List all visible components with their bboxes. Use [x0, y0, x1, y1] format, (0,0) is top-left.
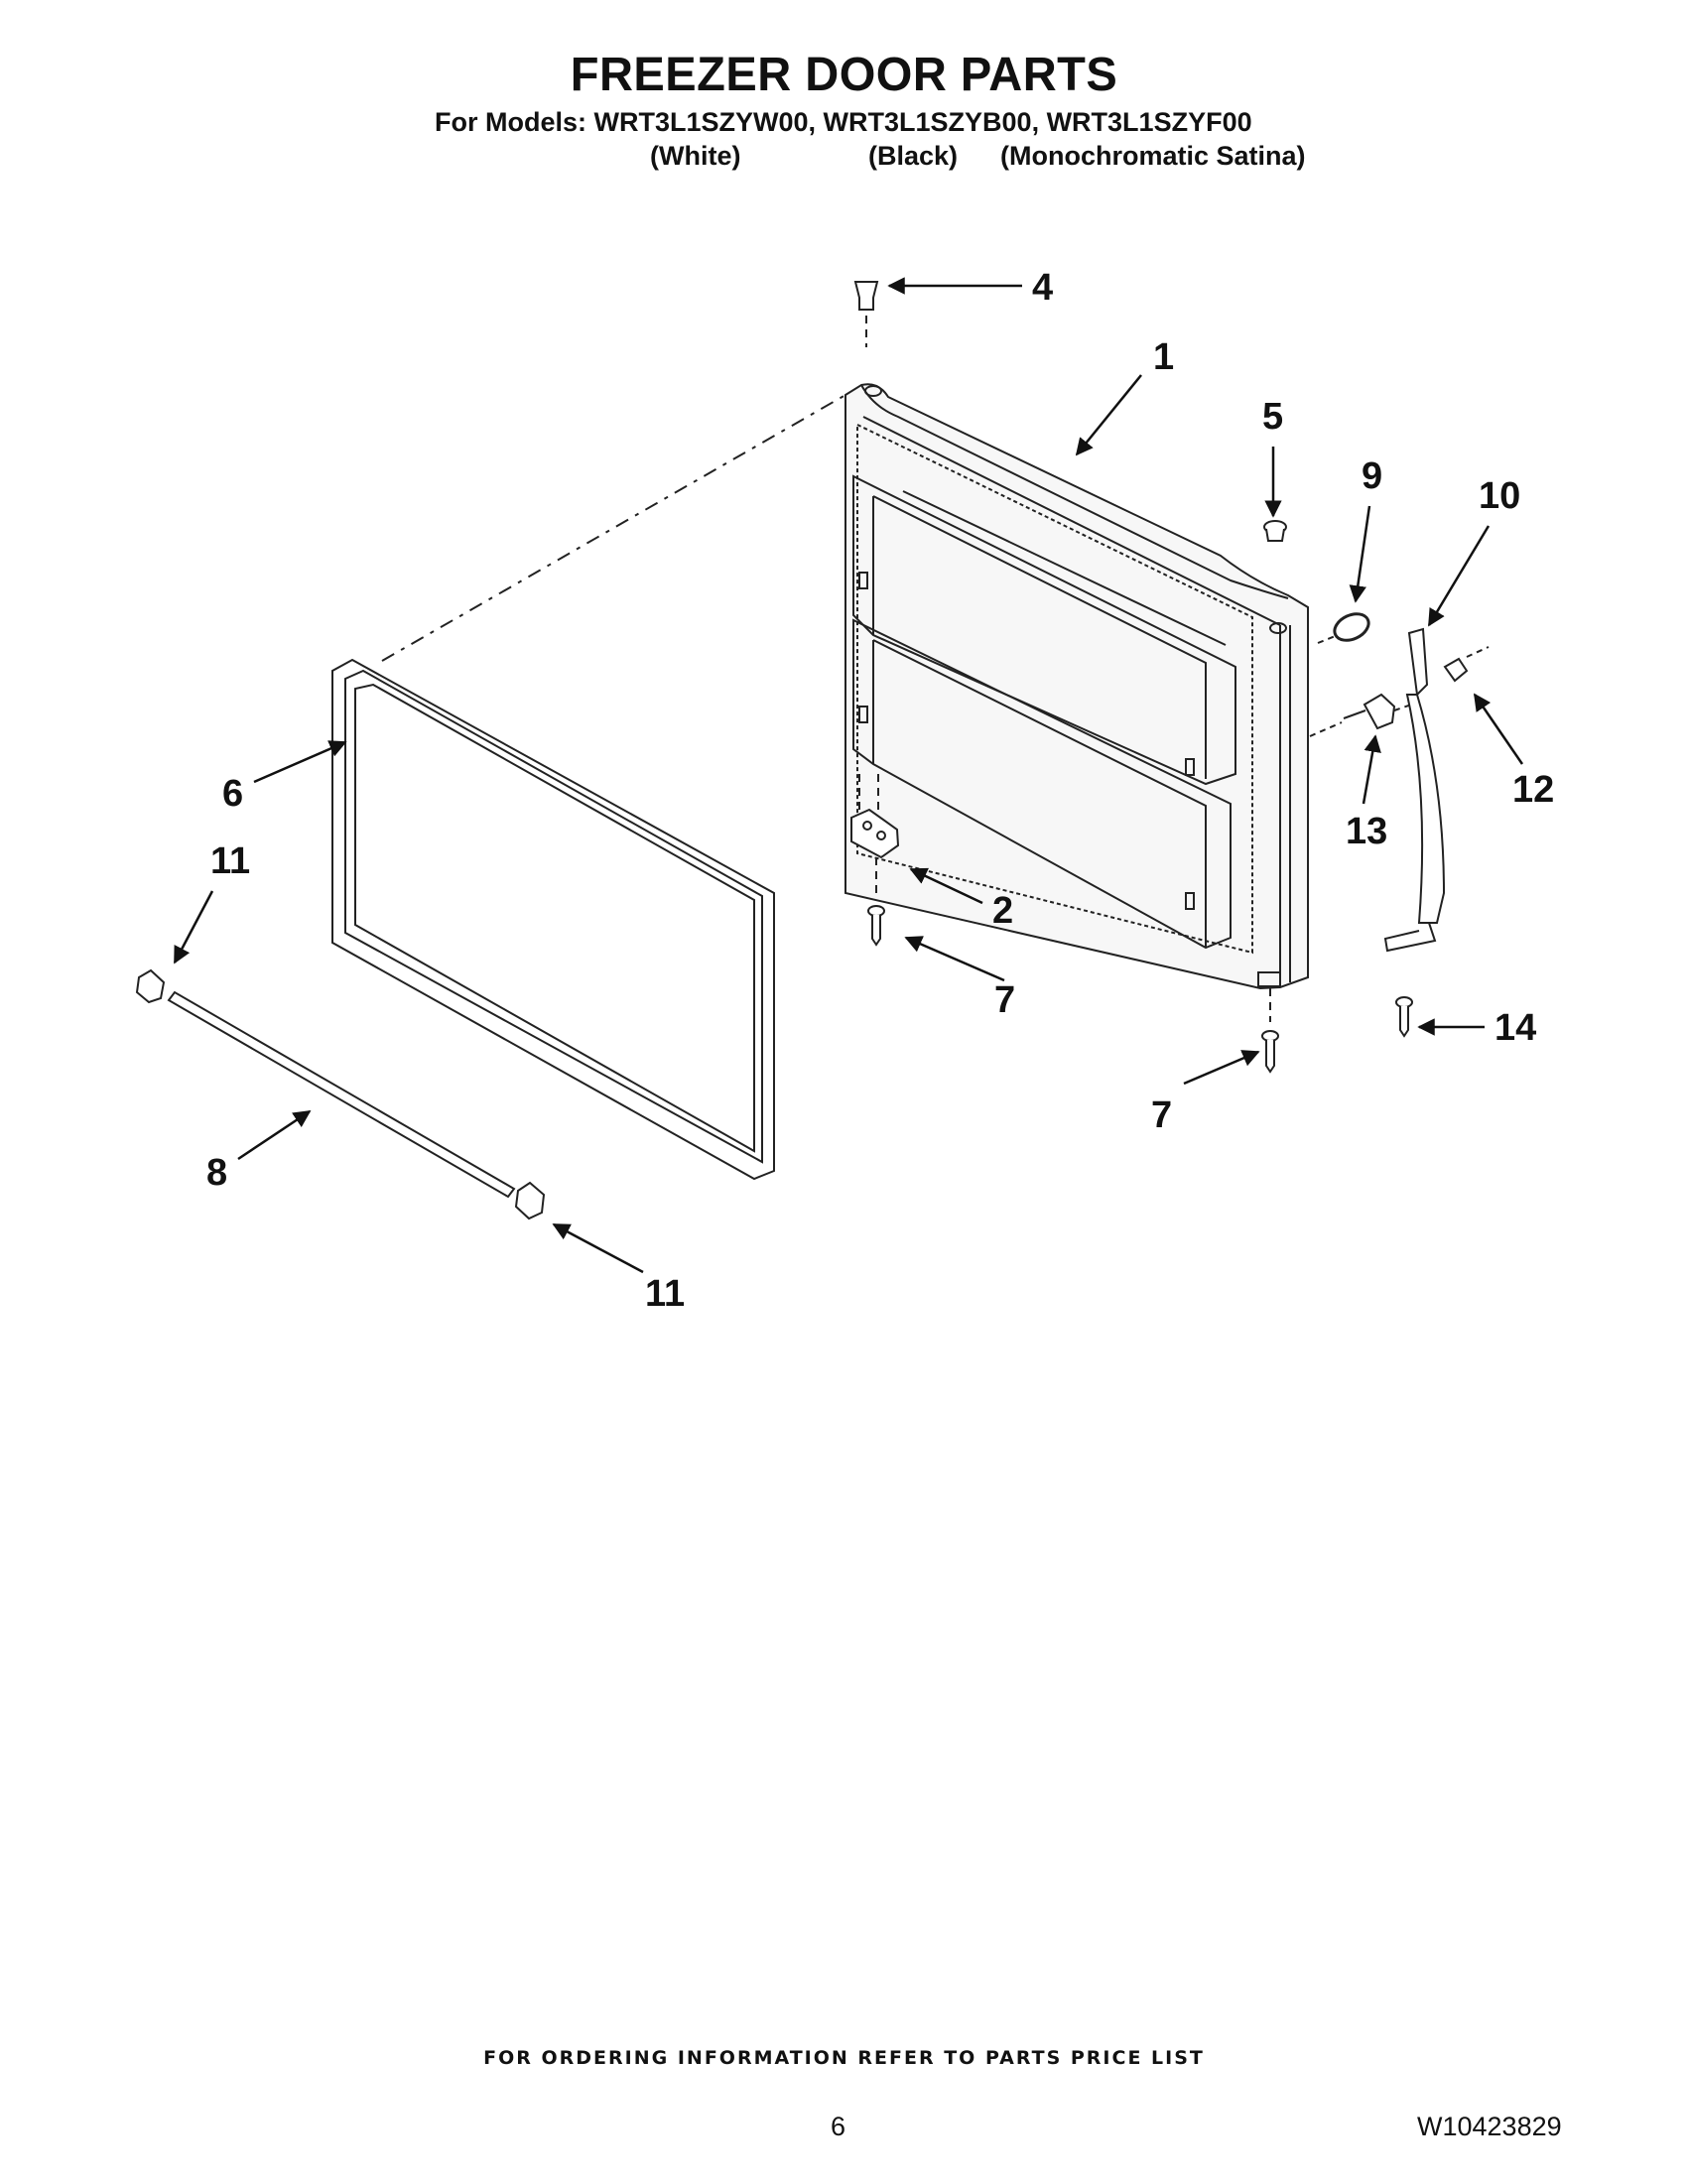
page-title: FREEZER DOOR PARTS: [570, 49, 1118, 101]
callout-1: 1: [1153, 336, 1174, 378]
freezer-door: [844, 383, 1309, 990]
handle-screw: [1395, 996, 1413, 1038]
callout-5: 5: [1262, 396, 1283, 438]
callout-14: 14: [1494, 1007, 1536, 1049]
bottom-hinge-bracket: [850, 774, 900, 859]
callout-2: 2: [992, 890, 1013, 932]
callout-11-bottom: 11: [645, 1273, 685, 1315]
leader-arrows: [173, 277, 1524, 1274]
ordering-note: FOR ORDERING INFORMATION REFER TO PARTS …: [483, 2047, 1205, 2069]
door-plug: [1263, 520, 1287, 542]
end-cap-right: [514, 1181, 546, 1220]
variant-black: (Black): [868, 141, 959, 171]
door-stop: [1309, 693, 1418, 737]
callout-10: 10: [1479, 475, 1520, 517]
callout-7-left: 7: [994, 979, 1015, 1021]
trim-strip: [167, 990, 516, 1199]
document-id: W10423829: [1417, 2112, 1562, 2141]
page-number: 6: [831, 2112, 846, 2141]
callout-4: 4: [1032, 267, 1053, 309]
hinge-screw-left: [867, 857, 885, 947]
o-ring: [1317, 612, 1370, 644]
callout-11-top: 11: [210, 840, 250, 882]
callout-13: 13: [1346, 811, 1387, 852]
handle-nut: [1443, 646, 1490, 683]
variant-white: (White): [650, 141, 741, 171]
assembly-line: [381, 394, 846, 662]
models-line: For Models: WRT3L1SZYW00, WRT3L1SZYB00, …: [435, 107, 1252, 137]
door-gasket: [331, 658, 775, 1181]
variant-monochromatic-satina: (Monochromatic Satina): [1000, 141, 1306, 171]
callout-9: 9: [1362, 455, 1382, 497]
callout-7-right: 7: [1151, 1094, 1172, 1136]
callout-8: 8: [206, 1152, 227, 1194]
hinge-screw-right: [1261, 988, 1279, 1074]
callout-12: 12: [1512, 769, 1554, 811]
top-hinge-pin: [853, 281, 879, 347]
end-cap-left: [135, 968, 166, 1004]
callout-6: 6: [222, 773, 243, 815]
door-handle: [1383, 627, 1446, 953]
